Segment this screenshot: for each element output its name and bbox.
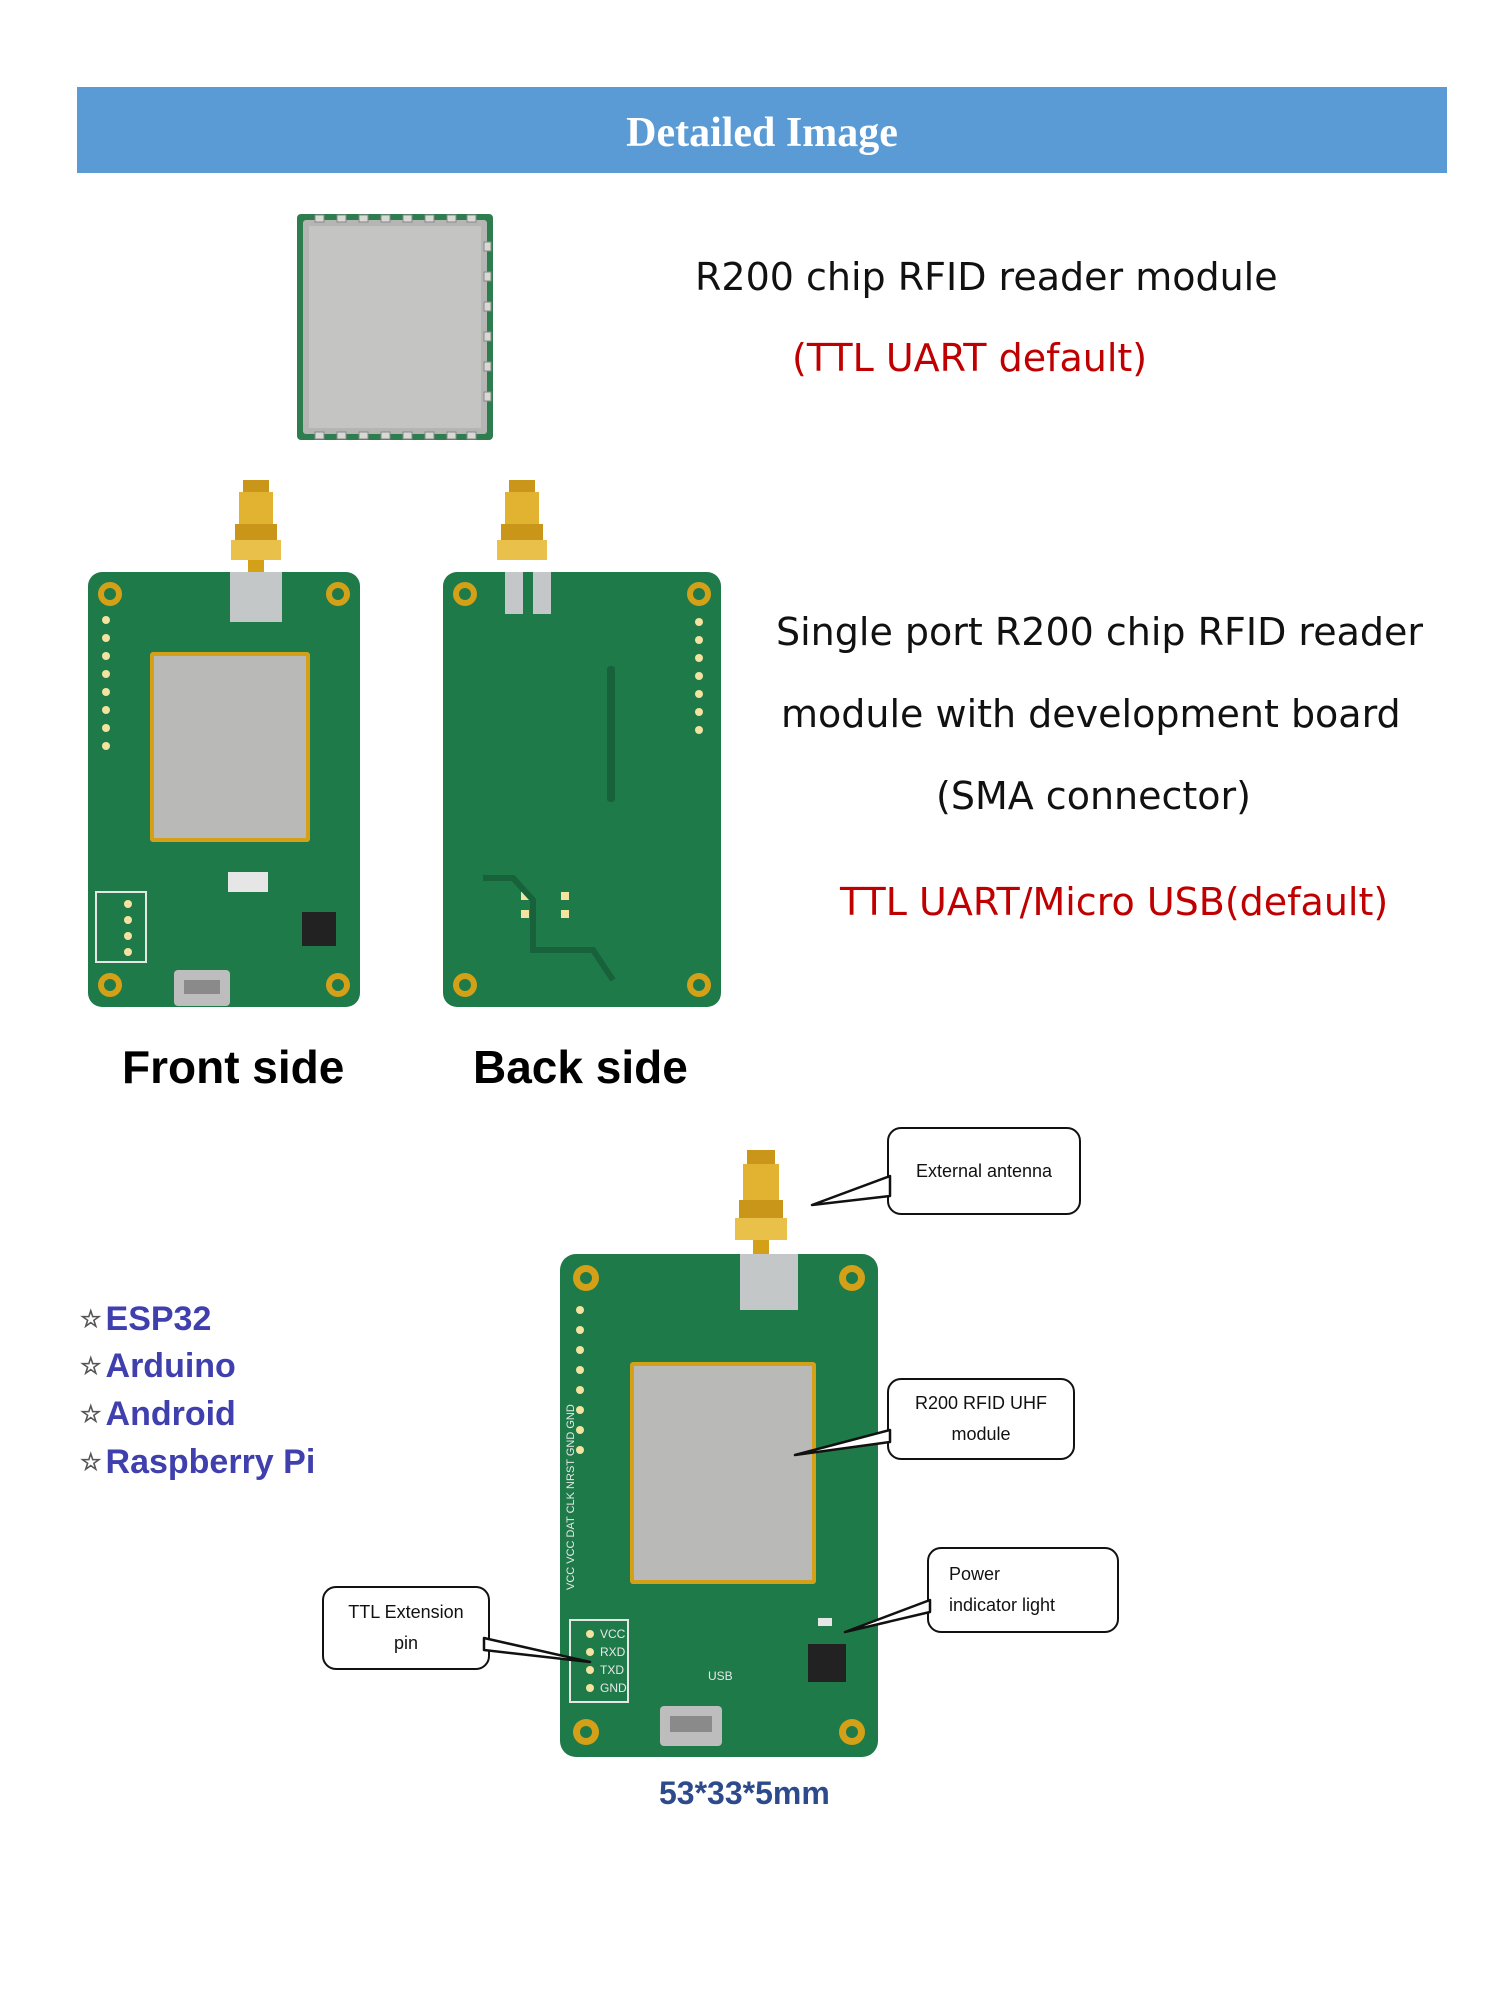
back-side-label: Back side [473,1041,688,1093]
star-icon: ☆ [80,1353,102,1380]
pin-label-txd: TXD [600,1663,624,1677]
callout-external-antenna: External antenna [887,1127,1081,1215]
back-board-image [443,480,721,1007]
star-icon: ☆ [80,1401,102,1428]
module-subtitle: (TTL UART default) [792,336,1148,380]
pin-label-gnd: GND [600,1681,627,1695]
devboard-line3: (SMA connector) [936,774,1251,818]
module-image [297,214,493,440]
section-banner: Detailed Image [77,87,1447,173]
devboard-interface: TTL UART/Micro USB(default) [840,880,1389,924]
pin-label-vcc: VCC [600,1627,626,1641]
devboard-line1: Single port R200 chip RFID reader [776,610,1424,654]
banner-title: Detailed Image [626,110,898,156]
platform-item-esp32: ☆ESP32 [80,1300,212,1338]
board-dimensions: 53*33*5mm [659,1775,830,1811]
devboard-line2: module with development board [781,692,1401,736]
header-silkscreen: VCC VCC DAT CLK NRST GND GND [565,1404,577,1590]
front-board-image [88,480,360,1007]
module-title: R200 chip RFID reader module [695,255,1278,299]
star-icon: ☆ [80,1449,102,1476]
annotated-board-image: VCC RXD TXD GND USB VCC VCC DAT CLK NRST… [560,1150,878,1757]
pin-label-rxd: RXD [600,1645,626,1659]
platform-item-raspberry-pi: ☆Raspberry Pi [80,1443,316,1481]
front-side-label: Front side [122,1041,345,1093]
usb-label: USB [708,1669,733,1683]
star-icon: ☆ [80,1306,102,1333]
platform-item-arduino: ☆Arduino [80,1347,236,1385]
platform-item-android: ☆Android [80,1395,236,1433]
